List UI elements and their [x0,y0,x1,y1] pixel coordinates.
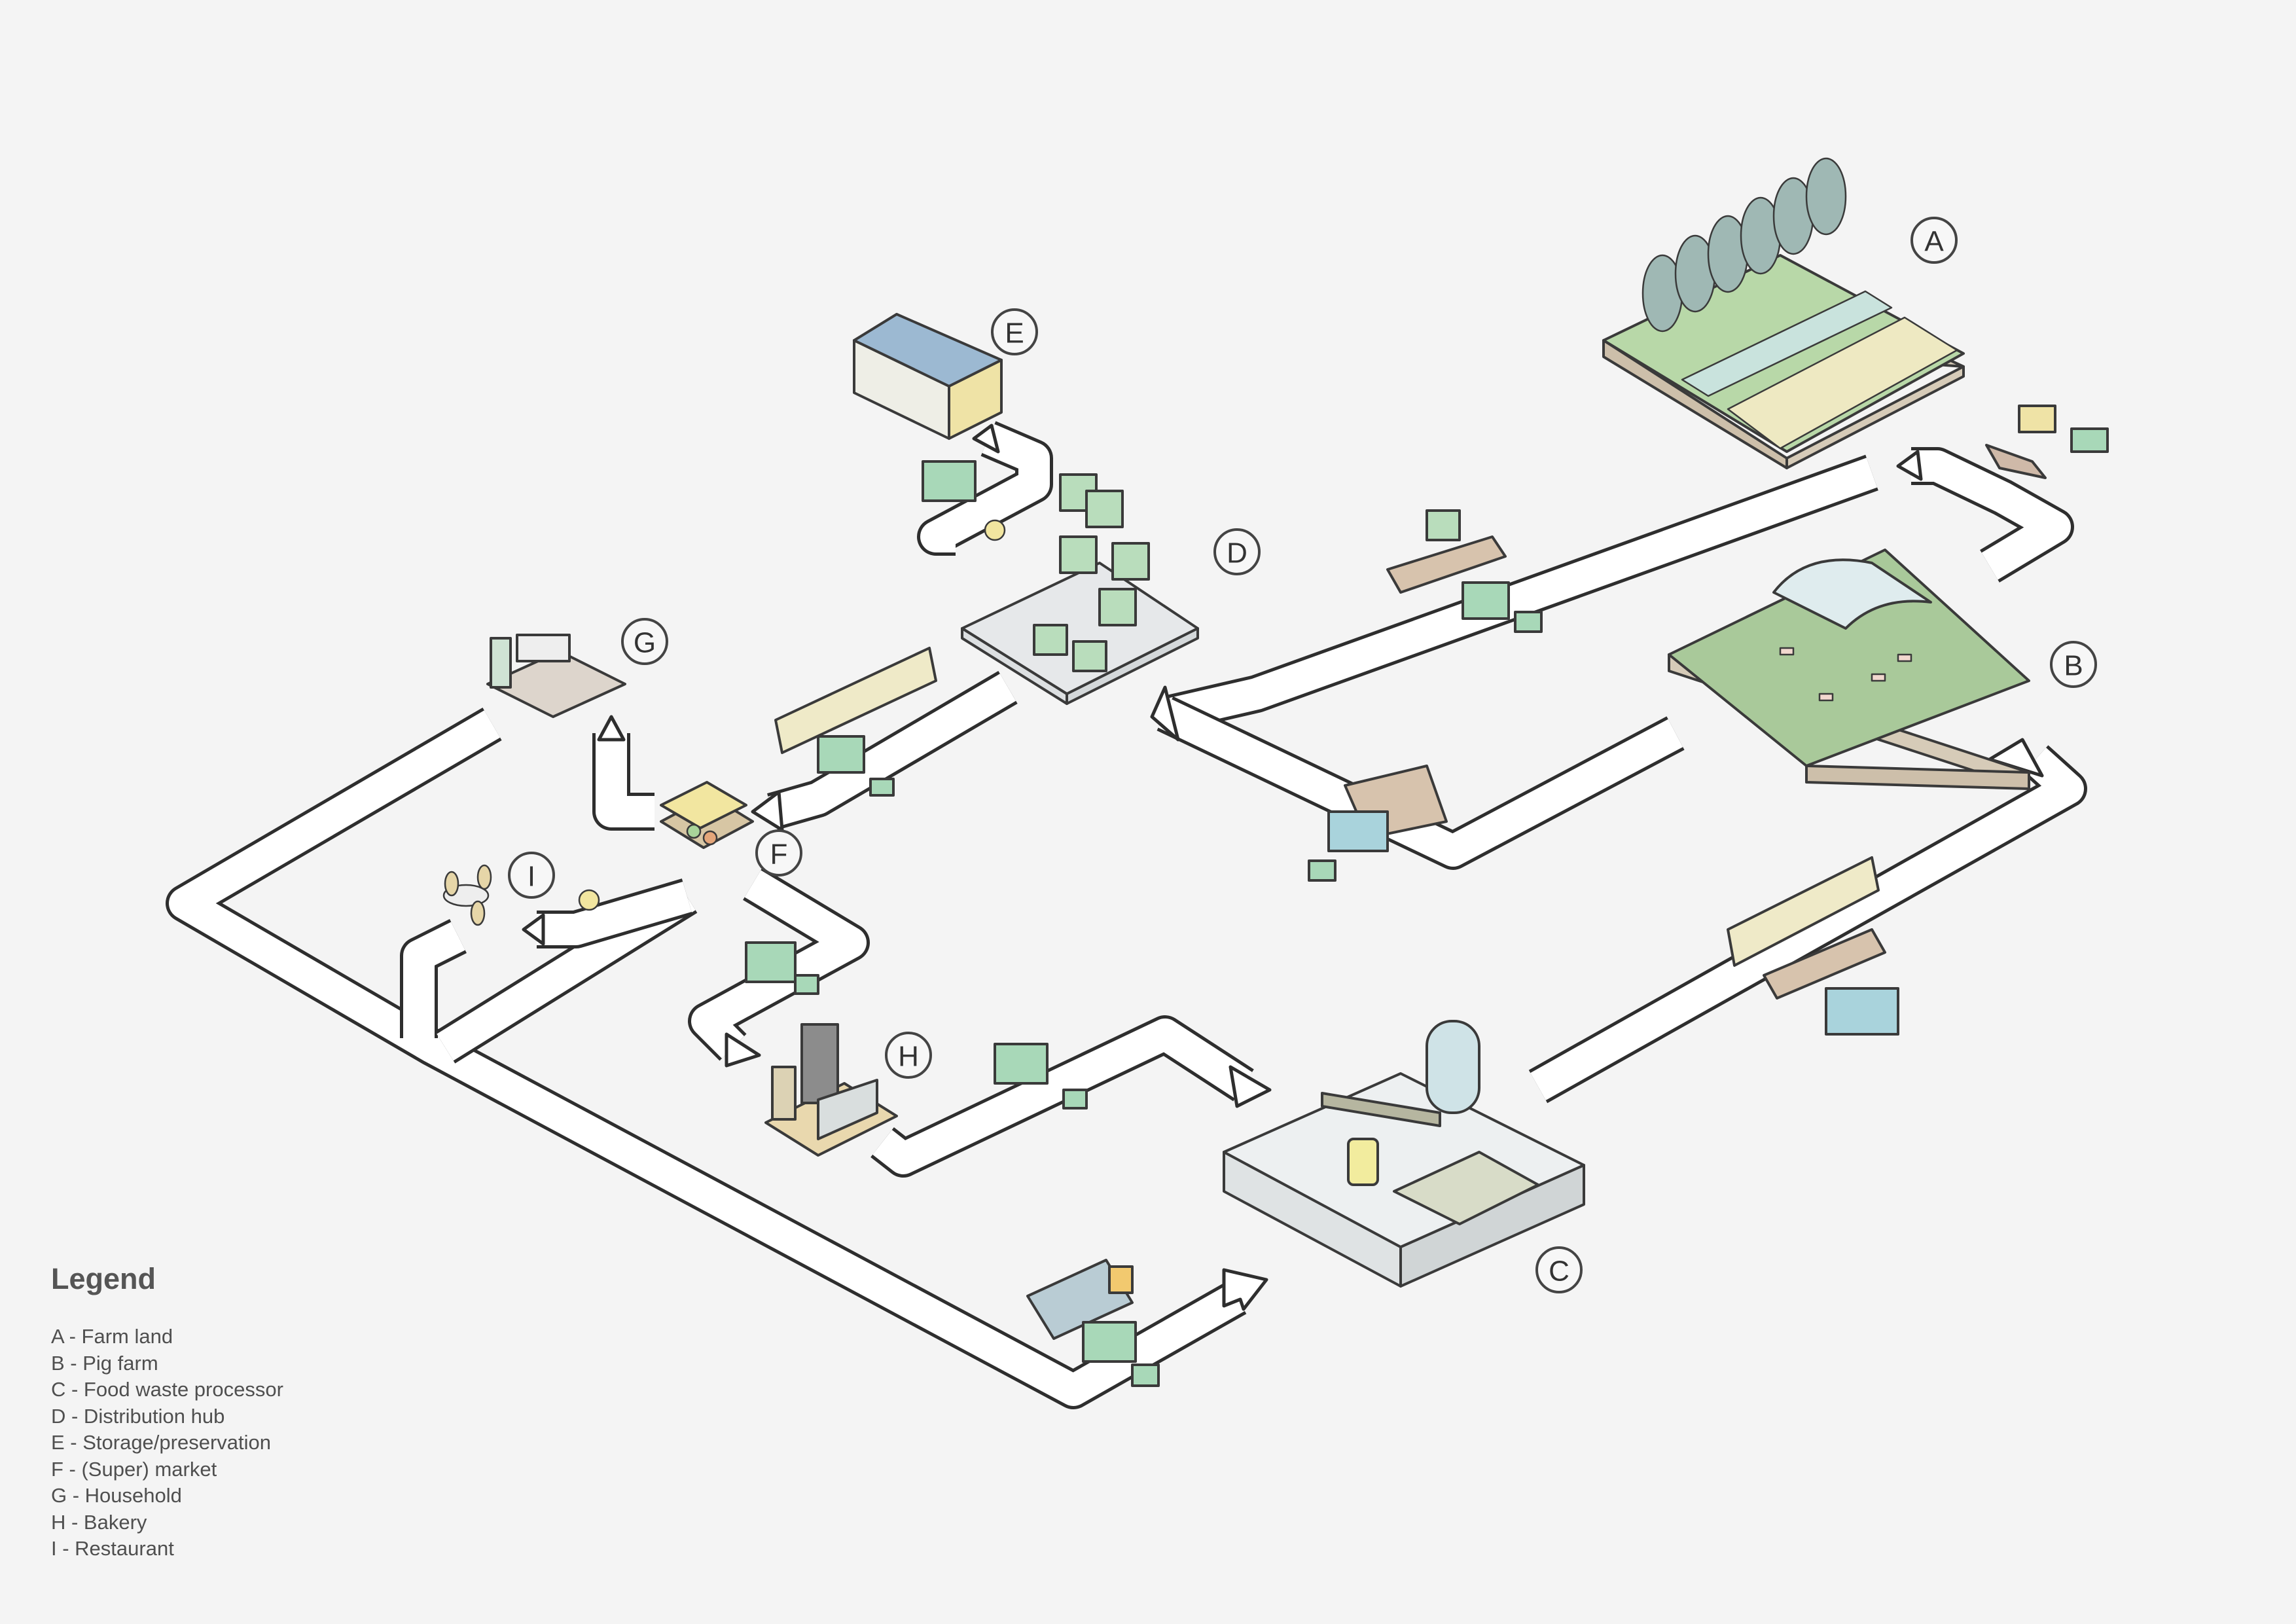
food-waste-processor: C [1223,1020,1585,1293]
restaurant: I [442,852,555,926]
legend: Legend A - Farm land B - Pig farm C - Fo… [51,1262,283,1562]
garbage-truck-icon [1026,1259,1134,1340]
super-market: F [660,781,802,876]
distribution-hub: D [961,473,1261,705]
legend-item-market: F - (Super) market [51,1457,217,1481]
delivery-van-icon-5 [994,1043,1049,1085]
cargo-bike-icon-2 [1308,859,1336,882]
node-badge-g [621,618,668,665]
legend-item-bakery: H - Bakery [51,1510,147,1534]
node-letter-c: C [1549,1255,1570,1288]
legend-item-pig-farm: B - Pig farm [51,1351,158,1375]
node-badge-e [991,308,1038,355]
cargo-ship-icon [1386,535,1507,594]
node-letter-d: D [1227,537,1247,569]
arrow-to-market [751,790,784,832]
tractor-icon [2018,405,2056,433]
bicycle-icon-2 [578,889,600,911]
legend-item-farm-land: A - Farm land [51,1325,173,1348]
trees [1641,157,1847,333]
node-badge-a [1910,217,1958,264]
cargo-bike-icon-6 [1131,1363,1160,1387]
bicycle-icon [984,519,1006,541]
tanker-icon [2070,427,2109,453]
truck-icon-2 [1825,987,1899,1036]
node-letter-a: A [1924,226,1944,258]
truck-icon [1327,810,1389,852]
farm-land: A [1602,157,1965,469]
legend-list: A - Farm land B - Pig farm C - Food wast… [51,1324,283,1562]
arrow-to-hub [1150,685,1180,742]
arrow-to-restaurant [522,913,545,946]
node-badge-f [755,829,802,876]
delivery-van-icon [1462,581,1510,620]
node-badge-c [1535,1246,1583,1293]
node-letter-i: I [528,861,535,893]
node-badge-h [885,1032,932,1079]
legend-title: Legend [51,1262,156,1295]
cargo-bike-icon-4 [794,974,819,995]
arrow-to-household [597,715,626,742]
node-letter-h: H [898,1041,919,1073]
arrow-to-farmland [1896,450,1923,481]
legend-item-storage: E - Storage/preservation [51,1431,272,1454]
legend-item-food-waste-processor: C - Food waste processor [51,1378,283,1401]
train-icon [1727,856,1880,967]
bakery: H [764,1023,932,1157]
node-letter-b: B [2064,650,2083,682]
delivery-van-icon-2 [817,735,865,774]
storage-preservation: E [853,308,1038,440]
node-letter-g: G [634,627,656,659]
cargo-bike-icon-3 [869,778,895,797]
pig-farm: B [1668,549,2097,790]
node-badge-b [2050,641,2097,688]
barge-icon-2 [1763,928,1886,1000]
node-badge-i [508,852,555,899]
train-icon-2 [774,647,937,754]
delivery-van-icon-3 [922,460,977,502]
cargo-bike-icon [1514,611,1543,633]
delivery-van-icon-6 [1082,1321,1137,1363]
node-letter-f: F [770,839,788,871]
legend-item-household: G - Household [51,1484,182,1507]
node-letter-e: E [1005,317,1024,350]
roads [166,421,2087,1409]
boat-icon [1985,444,2047,479]
cargo-bike-icon-5 [1062,1089,1088,1110]
arrow-to-processor-bottom [1222,1268,1268,1311]
arrow-to-bakery [725,1032,761,1068]
arrow-to-storage [972,424,1000,454]
legend-item-distribution-hub: D - Distribution hub [51,1404,225,1428]
node-badge-d [1213,528,1261,575]
vehicles [578,405,2109,1387]
legend-item-restaurant: I - Restaurant [51,1537,174,1560]
household: G [486,618,668,718]
arrow-to-processor-top [1229,1065,1272,1108]
delivery-van-icon-4 [745,941,797,983]
